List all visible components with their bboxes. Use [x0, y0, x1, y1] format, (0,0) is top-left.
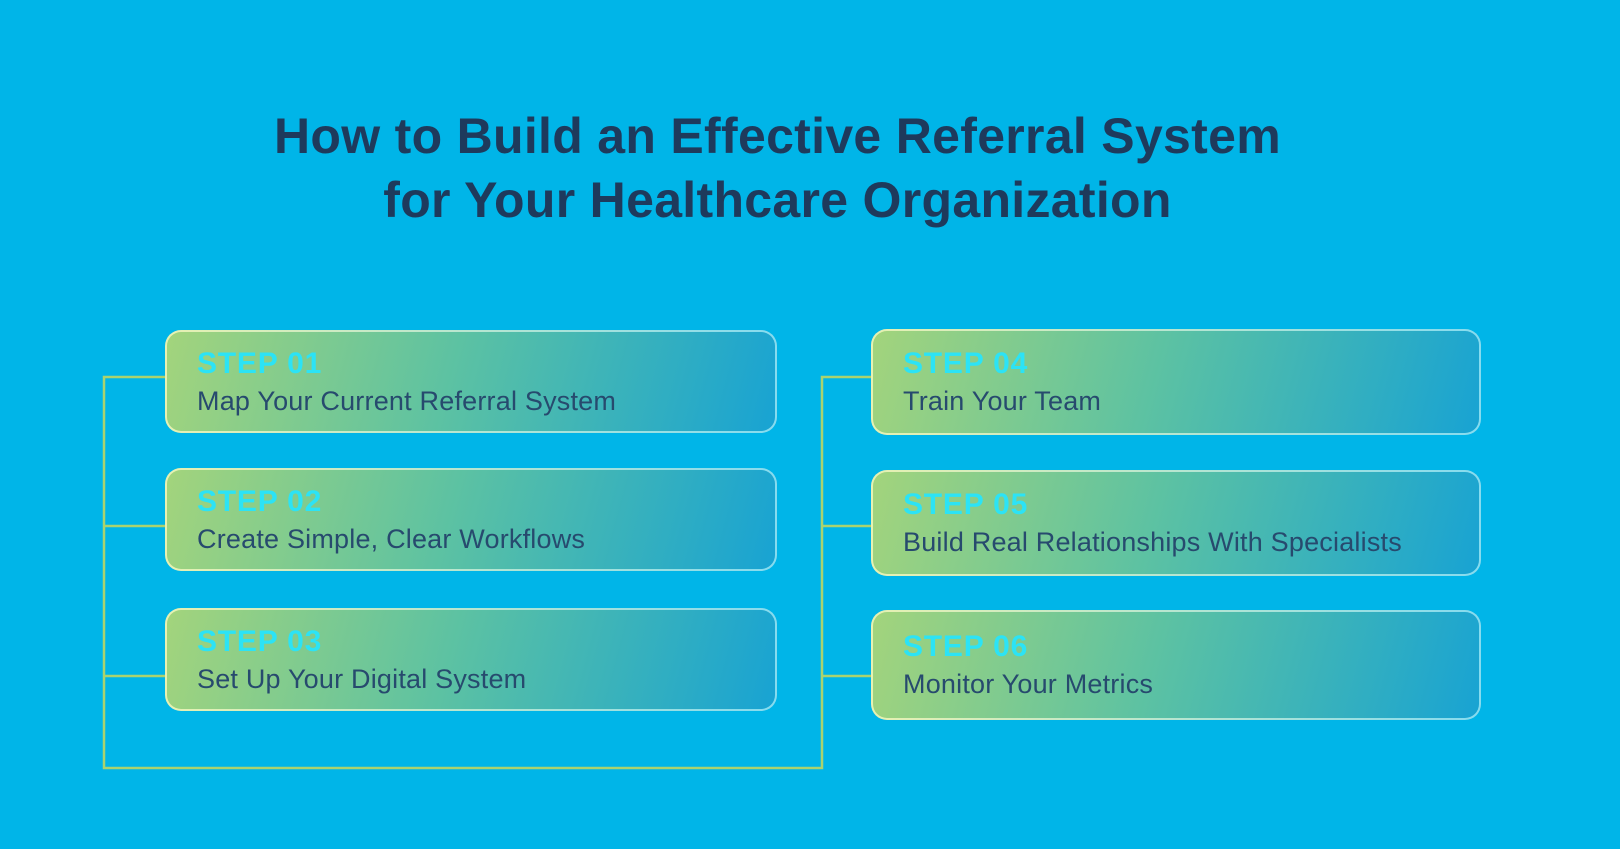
step-06-card-inner: STEP 06 Monitor Your Metrics [873, 612, 1479, 718]
page-title-line-2: for Your Healthcare Organization [383, 172, 1172, 228]
step-06-card: STEP 06 Monitor Your Metrics [871, 610, 1481, 720]
step-05-card: STEP 05 Build Real Relationships With Sp… [871, 470, 1481, 576]
step-04-title: Train Your Team [903, 386, 1102, 416]
step-01-card: STEP 01 Map Your Current Referral System [165, 330, 777, 433]
step-06-label: STEP 06 [903, 630, 1029, 663]
step-04-card-inner: STEP 04 Train Your Team [873, 331, 1479, 433]
step-01-label: STEP 01 [197, 346, 323, 380]
page-title: How to Build an Effective Referral Syste… [0, 104, 1555, 232]
step-05-card-inner: STEP 05 Build Real Relationships With Sp… [873, 472, 1479, 574]
page-title-line-1: How to Build an Effective Referral Syste… [273, 108, 1281, 164]
step-01-card-inner: STEP 01 Map Your Current Referral System [167, 332, 775, 431]
step-02-card: STEP 02 Create Simple, Clear Workflows [165, 468, 777, 571]
step-02-label: STEP 02 [197, 484, 323, 518]
step-06-title: Monitor Your Metrics [903, 669, 1154, 699]
step-04-card: STEP 04 Train Your Team [871, 329, 1481, 435]
step-02-title: Create Simple, Clear Workflows [197, 523, 586, 554]
connector-path [102, 375, 871, 770]
step-03-label: STEP 03 [197, 624, 323, 658]
step-03-title: Set Up Your Digital System [197, 663, 527, 694]
step-04-label: STEP 04 [903, 347, 1029, 380]
step-05-title: Build Real Relationships With Specialist… [903, 527, 1402, 557]
step-03-card: STEP 03 Set Up Your Digital System [165, 608, 777, 711]
step-01-title: Map Your Current Referral System [197, 385, 617, 416]
step-03-card-inner: STEP 03 Set Up Your Digital System [167, 610, 775, 709]
step-02-card-inner: STEP 02 Create Simple, Clear Workflows [167, 470, 775, 569]
step-05-label: STEP 05 [903, 488, 1029, 521]
